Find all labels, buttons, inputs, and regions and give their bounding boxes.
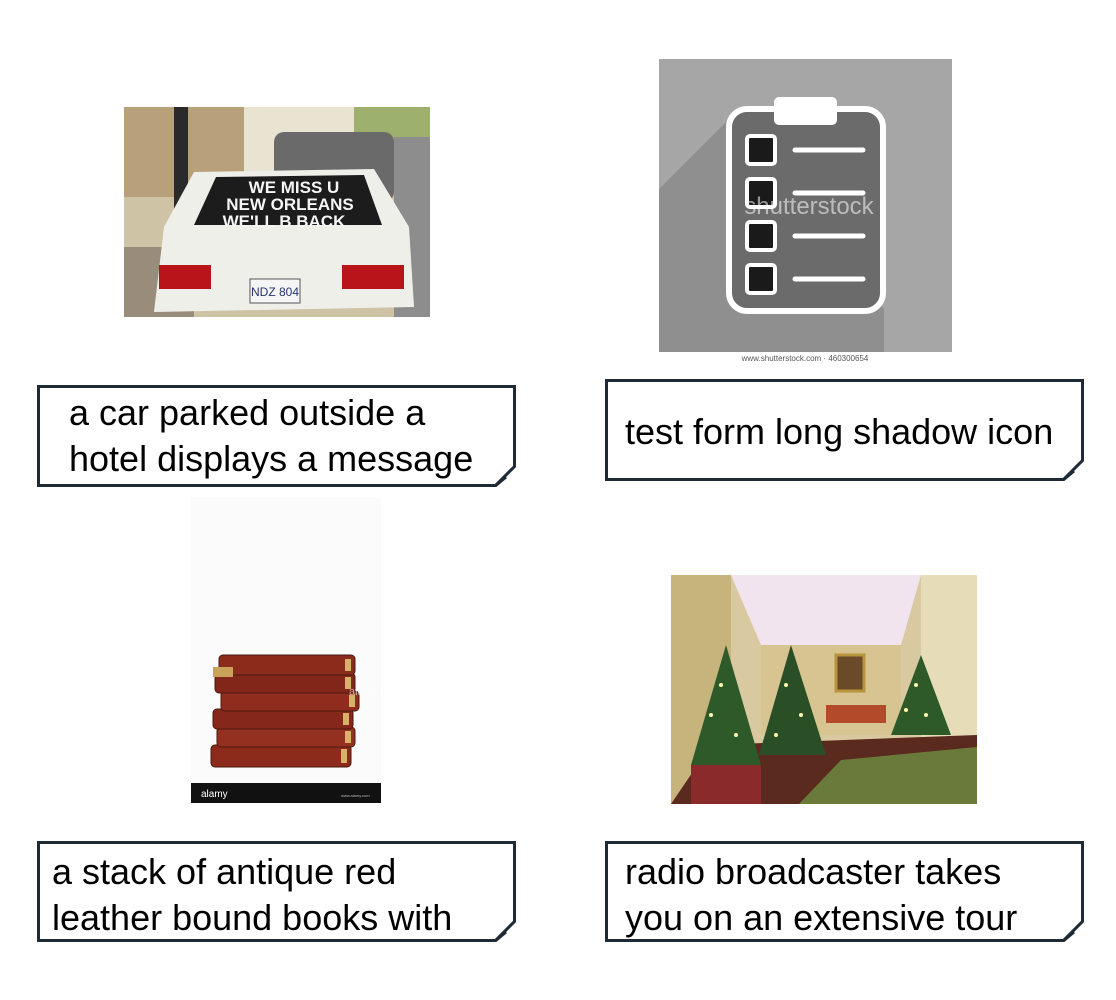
window-text-line-2: NEW ORLEANS <box>226 195 354 214</box>
caption-books: a stack of antique red leather bound boo… <box>37 841 516 942</box>
page-curl-icon <box>494 920 516 942</box>
christmas-hall-photo <box>671 575 977 804</box>
page-curl-icon <box>1062 459 1084 481</box>
car-photo: WE MISS U NEW ORLEANS WE'LL B BACK NDZ 8… <box>124 107 430 317</box>
caption-tour: radio broadcaster takes you on an extens… <box>605 841 1084 942</box>
page-curl-icon <box>494 465 516 487</box>
caption-line: you on an extensive tour <box>625 897 1018 938</box>
caption-line: a stack of antique red <box>52 851 397 892</box>
image-credit: www.shutterstock.com · 460300654 <box>741 354 869 363</box>
alamy-logo: alamy <box>201 789 228 800</box>
caption-car: a car parked outside a hotel displays a … <box>37 385 516 487</box>
books-photo: alamy alamy www.alamy.com <box>191 497 381 803</box>
caption-line: test form long shadow icon <box>625 411 1054 452</box>
alamy-url: www.alamy.com <box>341 793 370 798</box>
caption-line: radio broadcaster takes <box>625 851 1002 892</box>
window-text-line-1: WE MISS U <box>249 178 340 197</box>
caption-icon: test form long shadow icon <box>605 379 1084 481</box>
watermark-text: shutterstock <box>744 193 874 220</box>
page-curl-icon <box>1062 920 1084 942</box>
license-plate: NDZ 804 <box>251 285 299 299</box>
caption-line: hotel displays a message <box>69 438 474 479</box>
watermark-text: alamy <box>349 686 379 698</box>
caption-line: a car parked outside a <box>69 392 426 433</box>
window-text-line-3: WE'LL B BACK <box>223 212 346 231</box>
checklist-icon-image: shutterstock www.shutterstock.com · 4603… <box>659 59 952 364</box>
caption-line: leather bound books with <box>52 897 453 938</box>
